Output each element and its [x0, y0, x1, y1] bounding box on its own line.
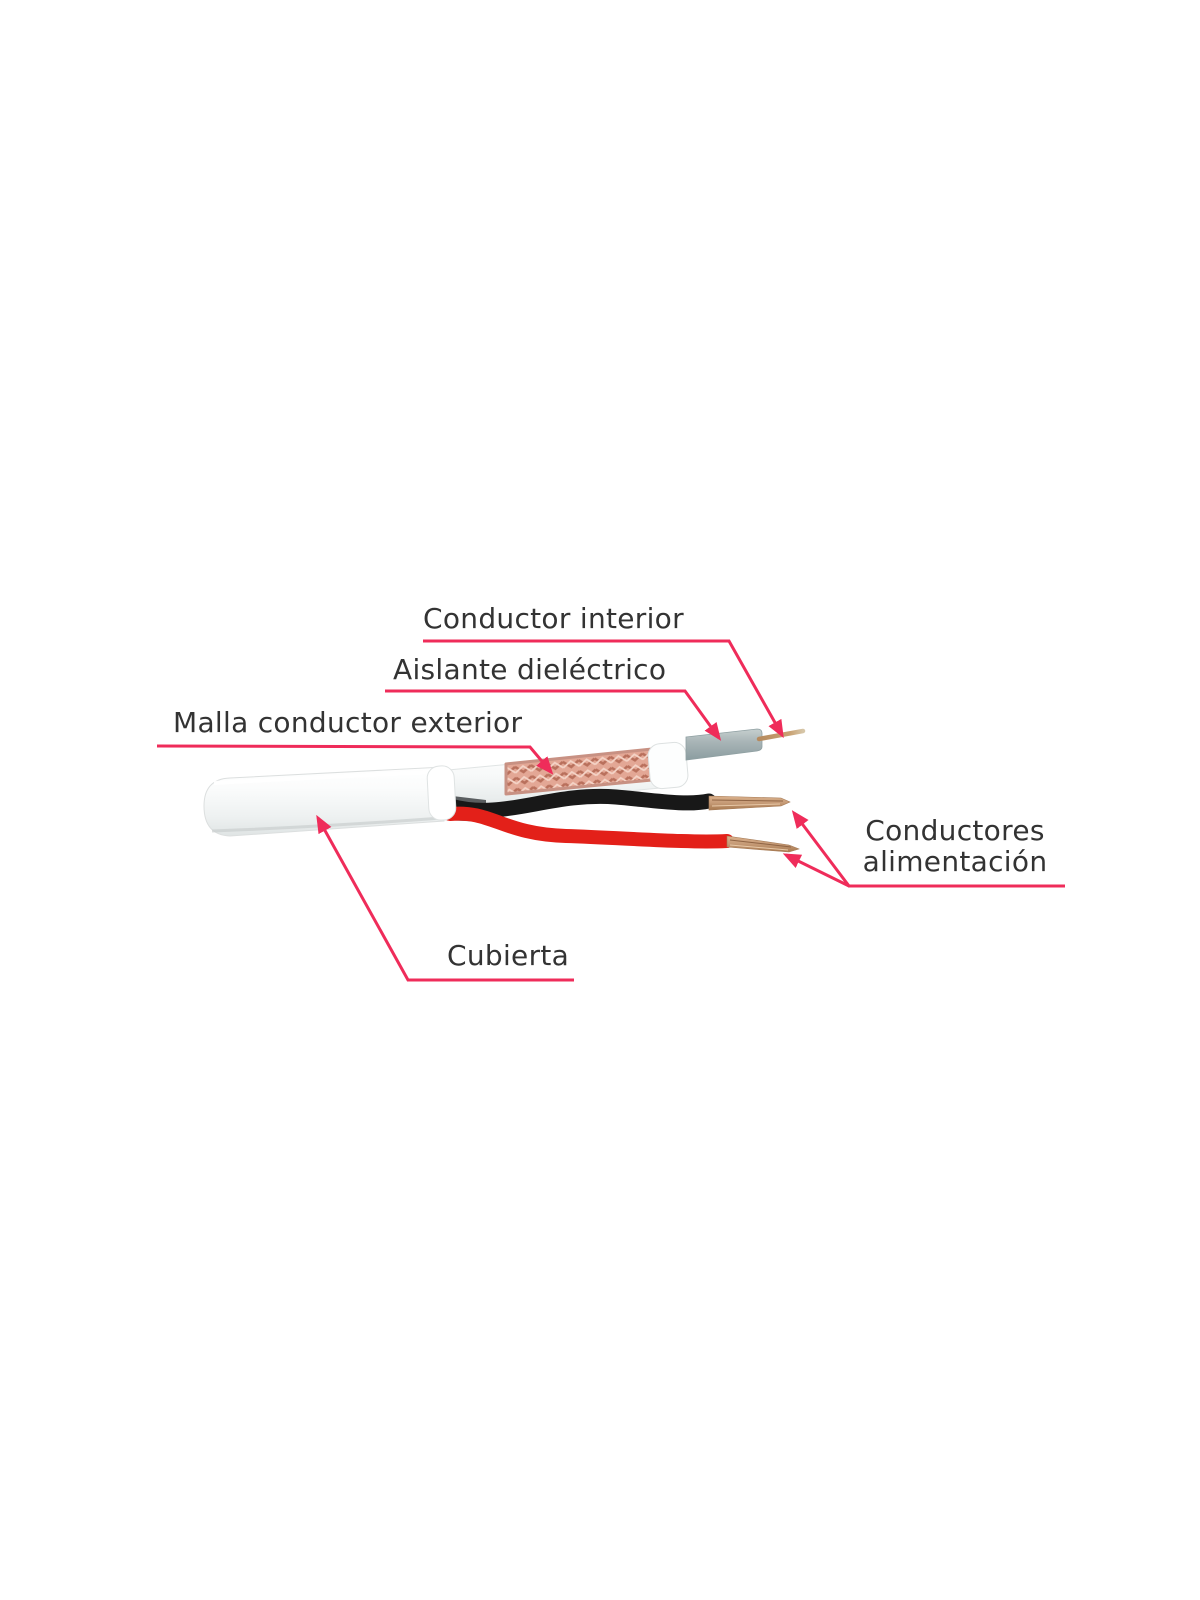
callout-line-braid: [156, 744, 554, 775]
label-outer-braid: Malla conductor exterior: [173, 706, 523, 739]
label-jacket: Cubierta: [447, 939, 570, 972]
callout-line-dielectric: [385, 689, 722, 741]
black-wire-stripped-end: [708, 795, 791, 811]
red-power-wire: [443, 806, 734, 849]
jacket-cut-collar: [426, 765, 457, 821]
label-inner-conductor: Conductor interior: [423, 602, 684, 635]
callout-line-inner-conductor: [423, 639, 784, 739]
label-power-conductors: Conductores alimentación: [830, 815, 1080, 877]
cable-assembly: [203, 728, 806, 853]
black-power-wire: [442, 788, 717, 818]
callout-lines: [156, 639, 1065, 982]
jacket-top-highlight: [213, 770, 441, 785]
label-power-conductors-line2: alimentación: [862, 845, 1048, 878]
red-wire-stripped-end: [726, 835, 800, 853]
label-power-conductors-line1: Conductores: [865, 814, 1045, 847]
callout-line-power-red: [782, 853, 850, 888]
label-dielectric-insulator: Aislante dieléctrico: [393, 653, 667, 686]
coax-dielectric: [685, 728, 763, 761]
braid-fold-ring: [647, 741, 689, 790]
callout-line-jacket: [316, 814, 574, 982]
